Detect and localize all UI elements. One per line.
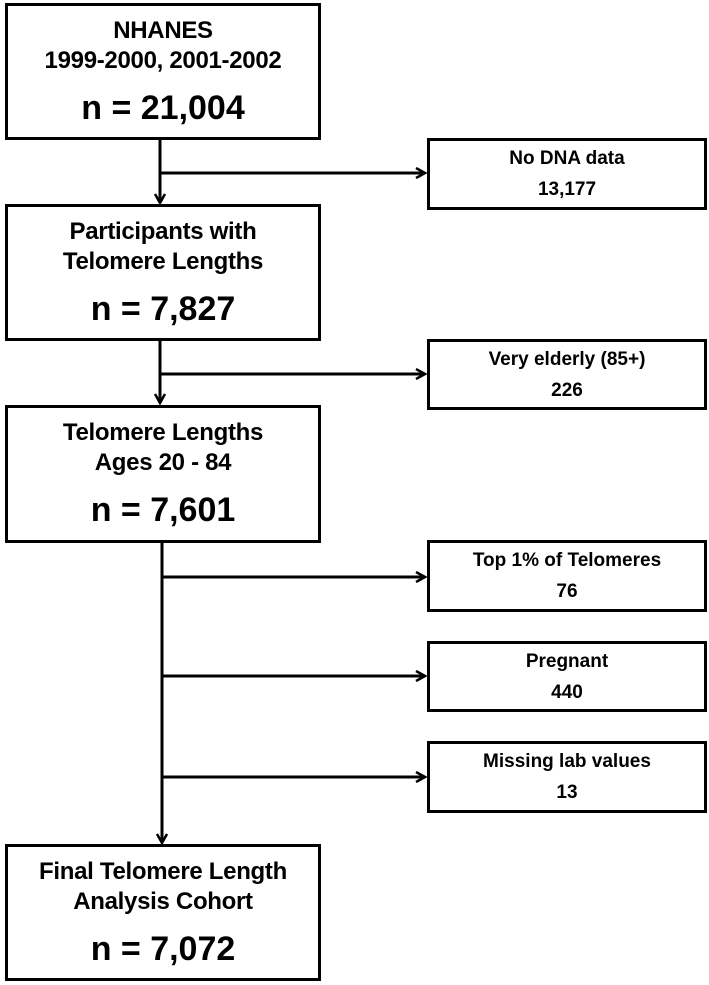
box-line: Ages 20 - 84 <box>94 449 232 476</box>
box-line: NHANES <box>113 17 213 44</box>
exclusion-label: Top 1% of Telomeres <box>472 550 662 571</box>
exclusion-label: Missing lab values <box>483 751 651 772</box>
nhanes-box: NHANES 1999-2000, 2001-2002 n = 21,004 <box>5 3 321 140</box>
box-line: Final Telomere Length <box>39 858 287 885</box>
exclusion-box-missing-lab: Missing lab values 13 <box>427 741 707 813</box>
exclusion-label: Pregnant <box>525 651 609 672</box>
box-count: n = 21,004 <box>81 89 245 127</box>
exclusion-count: 76 <box>556 581 578 602</box>
participants-box: Participants with Telomere Lengths n = 7… <box>5 204 321 341</box>
exclusion-count: 13,177 <box>537 179 597 200</box>
exclusion-count: 226 <box>551 380 583 401</box>
exclusion-box-elderly: Very elderly (85+) 226 <box>427 339 707 410</box>
exclusion-label: No DNA data <box>509 148 625 169</box>
box-count: n = 7,827 <box>90 290 236 328</box>
box-count: n = 7,601 <box>90 491 236 529</box>
box-count: n = 7,072 <box>90 930 236 968</box>
box-line: Telomere Lengths <box>62 419 264 446</box>
exclusion-label: Very elderly (85+) <box>488 349 646 370</box>
exclusion-count: 440 <box>551 682 583 703</box>
box-line: Participants with <box>69 218 257 245</box>
exclusion-box-top-telomeres: Top 1% of Telomeres 76 <box>427 540 707 612</box>
box-line: Telomere Lengths <box>62 248 264 275</box>
box-line: 1999-2000, 2001-2002 <box>44 47 282 74</box>
exclusion-box-no-dna: No DNA data 13,177 <box>427 138 707 210</box>
box-line: Analysis Cohort <box>73 888 253 915</box>
final-cohort-box: Final Telomere Length Analysis Cohort n … <box>5 844 321 981</box>
exclusion-count: 13 <box>556 782 578 803</box>
exclusion-box-pregnant: Pregnant 440 <box>427 641 707 712</box>
ages-box: Telomere Lengths Ages 20 - 84 n = 7,601 <box>5 405 321 543</box>
